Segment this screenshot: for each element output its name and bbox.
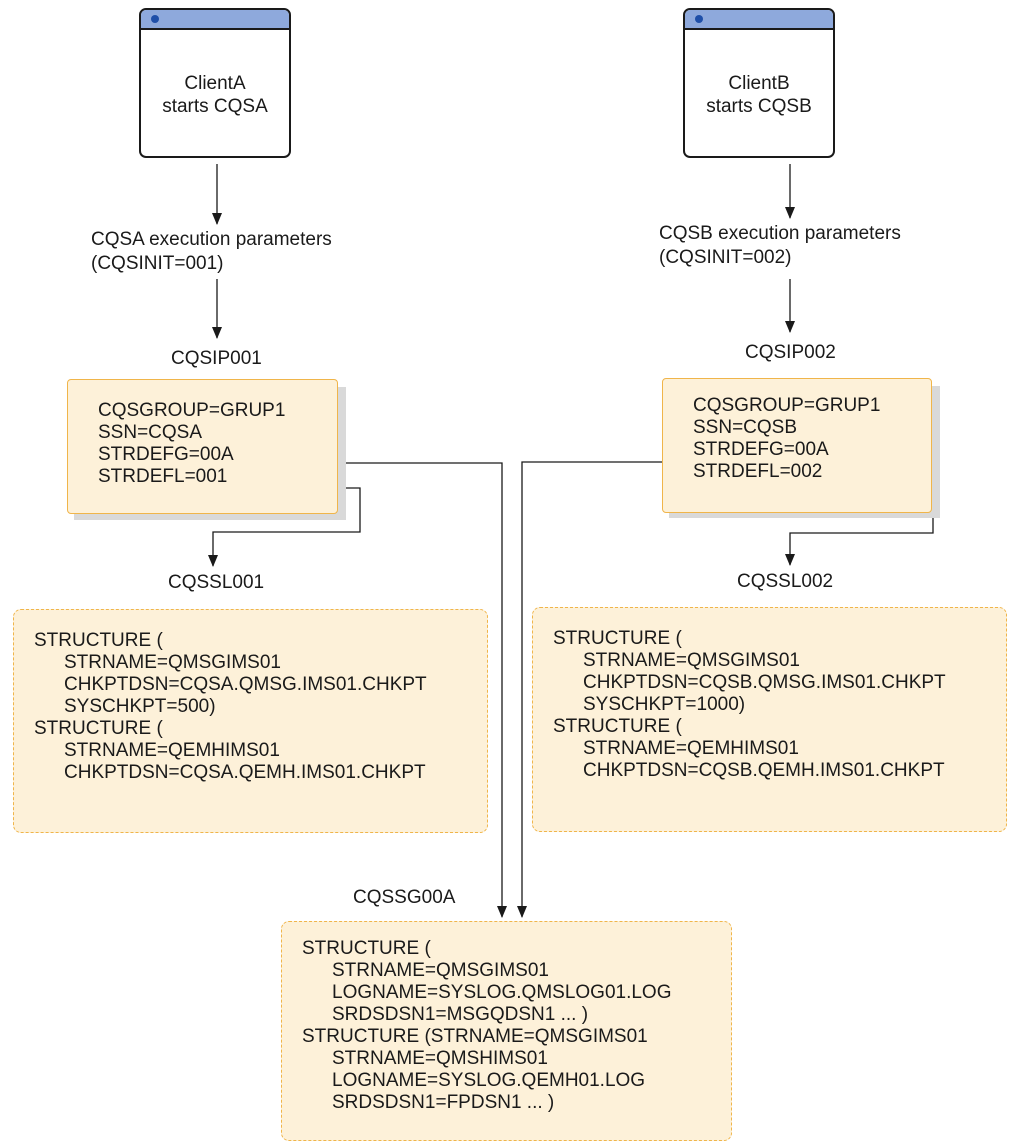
sl-a-line: SYSCHKPT=500): [64, 696, 216, 717]
sl-a-line: STRNAME=QMSGIMS01: [64, 652, 281, 673]
client-b-window: ClientB starts CQSB: [683, 8, 835, 158]
sg-line: LOGNAME=SYSLOG.QMSLOG01.LOG: [332, 982, 672, 1003]
sg-line: STRNAME=QMSHIMS01: [332, 1048, 548, 1069]
sl-b-line: CHKPTDSN=CQSB.QMSG.IMS01.CHKPT: [583, 672, 946, 693]
exec-params-a: CQSA execution parameters (CQSINIT=001): [91, 228, 332, 276]
sl-b-line: STRUCTURE (: [553, 716, 682, 737]
ip-a-line: STRDEFG=00A: [98, 444, 234, 465]
sg-line: STRNAME=QMSGIMS01: [332, 960, 549, 981]
window-dot-icon: [151, 15, 159, 23]
member-label-cqssl001: CQSSL001: [168, 572, 265, 593]
window-dot-icon: [695, 15, 703, 23]
exec-params-b-value: (CQSINIT=002): [659, 247, 792, 268]
client-a-action: starts CQSA: [162, 96, 268, 117]
cqsip002-box: CQSGROUP=GRUP1 SSN=CQSB STRDEFG=00A STRD…: [662, 378, 932, 513]
sl-a-line: CHKPTDSN=CQSA.QMSG.IMS01.CHKPT: [64, 674, 427, 695]
ip-b-line: CQSGROUP=GRUP1: [693, 395, 881, 416]
sg-line: STRUCTURE (: [302, 938, 431, 959]
window-titlebar: [141, 10, 289, 30]
sg-line: SRDSDSN1=MSGQDSN1 ... ): [332, 1004, 589, 1025]
ip-b-line: STRDEFL=002: [693, 461, 823, 482]
member-label-cqssl002: CQSSL002: [737, 571, 834, 592]
exec-params-a-value: (CQSINIT=001): [91, 253, 224, 274]
sl-a-line: STRNAME=QEMHIMS01: [64, 740, 280, 761]
sl-a-line: STRUCTURE (: [34, 718, 163, 739]
client-b-action: starts CQSB: [706, 96, 812, 117]
sg-line: STRUCTURE (STRNAME=QMSGIMS01: [302, 1026, 648, 1047]
sl-b-line: SYSCHKPT=1000): [583, 694, 746, 715]
exec-params-b: CQSB execution parameters (CQSINIT=002): [659, 222, 901, 270]
ip-a-line: SSN=CQSA: [98, 422, 203, 443]
client-b-name: ClientB: [728, 73, 790, 94]
client-a-name: ClientA: [184, 73, 246, 94]
sl-b-line: STRNAME=QMSGIMS01: [583, 650, 800, 671]
member-label-cqsip001: CQSIP001: [171, 348, 262, 369]
ip-a-line: STRDEFL=001: [98, 466, 228, 487]
exec-params-b-title: CQSB execution parameters: [659, 223, 901, 244]
ip-b-line: SSN=CQSB: [693, 417, 798, 438]
sl-b-line: CHKPTDSN=CQSB.QEMH.IMS01.CHKPT: [583, 760, 945, 781]
sl-b-line: STRUCTURE (: [553, 628, 682, 649]
client-a-window: ClientA starts CQSA: [139, 8, 291, 158]
sg-line: SRDSDSN1=FPDSN1 ... ): [332, 1092, 555, 1113]
ip-b-line: STRDEFG=00A: [693, 439, 829, 460]
member-label-cqsip002: CQSIP002: [745, 342, 836, 363]
sl-a-line: CHKPTDSN=CQSA.QEMH.IMS01.CHKPT: [64, 762, 426, 783]
exec-params-a-title: CQSA execution parameters: [91, 229, 332, 250]
sl-a-line: STRUCTURE (: [34, 630, 163, 651]
member-label-cqssg00a: CQSSG00A: [353, 887, 456, 908]
sl-b-line: STRNAME=QEMHIMS01: [583, 738, 799, 759]
cqsip001-box: CQSGROUP=GRUP1 SSN=CQSA STRDEFG=00A STRD…: [67, 379, 338, 514]
sg-line: LOGNAME=SYSLOG.QEMH01.LOG: [332, 1070, 646, 1091]
ip-a-line: CQSGROUP=GRUP1: [98, 400, 286, 421]
window-titlebar: [685, 10, 833, 30]
